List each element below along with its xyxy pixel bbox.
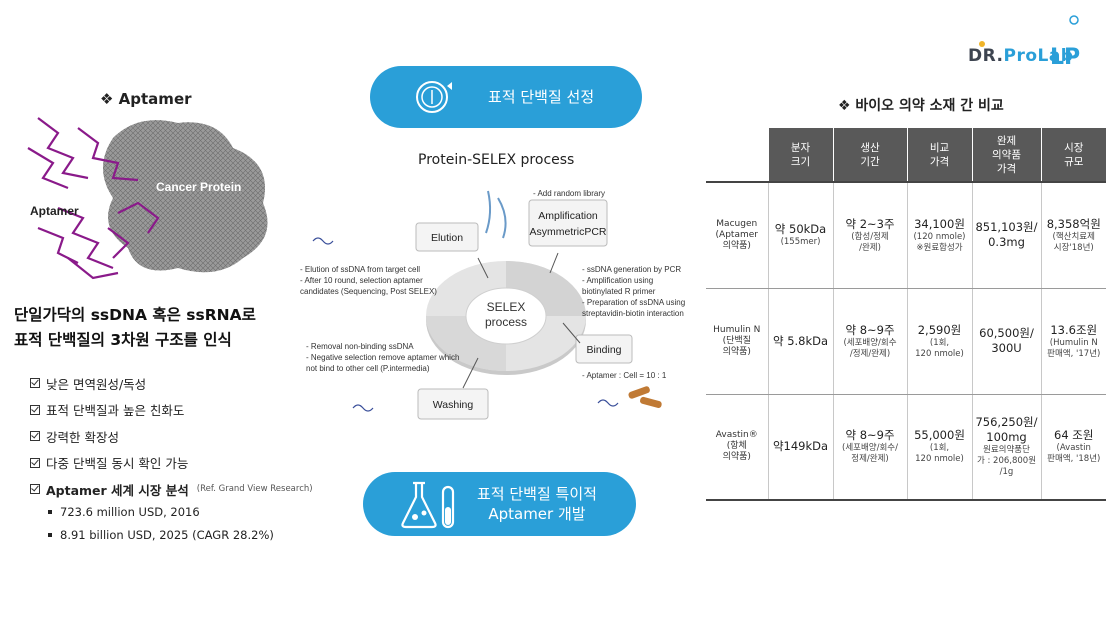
checkbox-icon [30, 404, 40, 415]
elution-note: candidates (Sequencing, Post SELEX) [300, 287, 437, 296]
table-header-blank [706, 128, 769, 182]
selex-title: Protein-SELEX process [418, 152, 575, 168]
box-amplification: Amplification [538, 210, 598, 222]
logo-letter-l: LP [1050, 45, 1080, 70]
washing-note: not bind to other cell (P.intermedia) [306, 364, 430, 373]
description-line-1: 단일가닥의 ssDNA 혹은 ssRNA로 [14, 306, 256, 324]
label-cancer-protein: Cancer Protein [156, 180, 241, 194]
aptamer-protein-image: Aptamer Cancer Protein [18, 108, 278, 283]
market-item: 723.6 million USD, 2016 [48, 500, 274, 523]
final-price-cell: 851,103원/0.3mg [972, 181, 1042, 289]
elution-note: - Elution of ssDNA from target cell [300, 265, 420, 274]
checkbox-icon [30, 378, 40, 389]
period-cell: 약 8~9주(세포배양/회수/정제/완제) [833, 288, 908, 395]
market-item: 8.91 billion USD, 2025 (CAGR 28.2%) [48, 523, 274, 546]
flask-icon [401, 481, 455, 529]
price-cell: 55,000원(1회,120 nmole) [907, 394, 973, 501]
aptamer-heading: ❖ Aptamer [100, 90, 192, 108]
label-aptamer: Aptamer [30, 204, 79, 218]
company-logo: LP DR.ProLab [968, 14, 1100, 70]
aptamer-description: 단일가닥의 ssDNA 혹은 ssRNA로 표적 단백질의 3차원 구조를 인식 [14, 303, 256, 353]
aptamer-development-pill: 표적 단백질 특이적 Aptamer 개발 [363, 472, 636, 536]
amp-note: - Preparation of ssDNA using [582, 298, 685, 307]
checkbox-icon [30, 431, 40, 442]
feature-checklist: 낮은 면역원성/독성 표적 단백질과 높은 친화도 강력한 확장성 다중 단백질… [30, 370, 313, 503]
final-price-cell: 60,500원/300U [972, 288, 1042, 395]
logo-mark-icon: LP [979, 15, 1080, 70]
size-cell: 약 50kDa(155mer) [768, 181, 834, 289]
price-cell: 34,100원(120 nmole)※원료합성가 [907, 181, 973, 289]
selex-diagram: SELEX process Amplification AsymmetricPC… [288, 183, 708, 428]
target-selection-pill: 표적 단백질 선정 [370, 66, 642, 128]
binding-note: - Aptamer : Cell = 10 : 1 [582, 371, 667, 380]
comparison-title: ❖ 바이오 의약 소재 간 비교 [838, 98, 1004, 114]
bullet-icon [48, 509, 52, 514]
bullet-icon [48, 532, 52, 537]
amp-note: biotinylated R primer [582, 287, 656, 296]
box-elution: Elution [431, 232, 463, 244]
note-add-library: - Add random library [533, 189, 605, 198]
selex-center-label: SELEX [487, 300, 526, 314]
size-cell: 약149kDa [768, 394, 834, 501]
washing-note: - Removal non-binding ssDNA [306, 342, 414, 351]
check-item-market: Aptamer 세계 시장 분석(Ref. Grand View Researc… [30, 476, 313, 503]
logo-text: DR.ProLab [968, 46, 1074, 66]
pill1-label: 표적 단백질 선정 [488, 88, 595, 106]
period-cell: 약 2~3주(합성/정제/완제) [833, 181, 908, 289]
check-item: 표적 단백질과 높은 친화도 [30, 397, 313, 424]
description-line-2: 표적 단백질의 3차원 구조를 인식 [14, 331, 232, 349]
check-item: 강력한 확장성 [30, 423, 313, 450]
checkbox-icon [30, 484, 40, 495]
elution-note: - After 10 round, selection aptamer [300, 276, 423, 285]
amp-note: - Amplification using [582, 276, 653, 285]
period-cell: 약 8~9주(세포배양/회수/정제/완제) [833, 394, 908, 501]
selex-center-label-2: process [485, 315, 527, 329]
size-cell: 약 5.8kDa [768, 288, 834, 395]
target-icon [416, 81, 452, 113]
price-cell: 2,590원(1회,120 nmole) [907, 288, 973, 395]
pill2-label: 표적 단백질 특이적 Aptamer 개발 [477, 485, 597, 523]
box-washing: Washing [433, 399, 474, 411]
check-item: 다중 단백질 동시 확인 가능 [30, 450, 313, 477]
washing-note: - Negative selection remove aptamer whic… [306, 353, 459, 362]
market-list: 723.6 million USD, 2016 8.91 billion USD… [48, 500, 274, 546]
amp-note: streptavidin-biotin interaction [582, 309, 684, 318]
checkbox-icon [30, 457, 40, 468]
reference-note: (Ref. Grand View Research) [196, 484, 313, 495]
box-amplification-2: AsymmetricPCR [529, 226, 606, 238]
check-item: 낮은 면역원성/독성 [30, 370, 313, 397]
amp-note: - ssDNA generation by PCR [582, 265, 681, 274]
box-binding: Binding [586, 344, 621, 356]
